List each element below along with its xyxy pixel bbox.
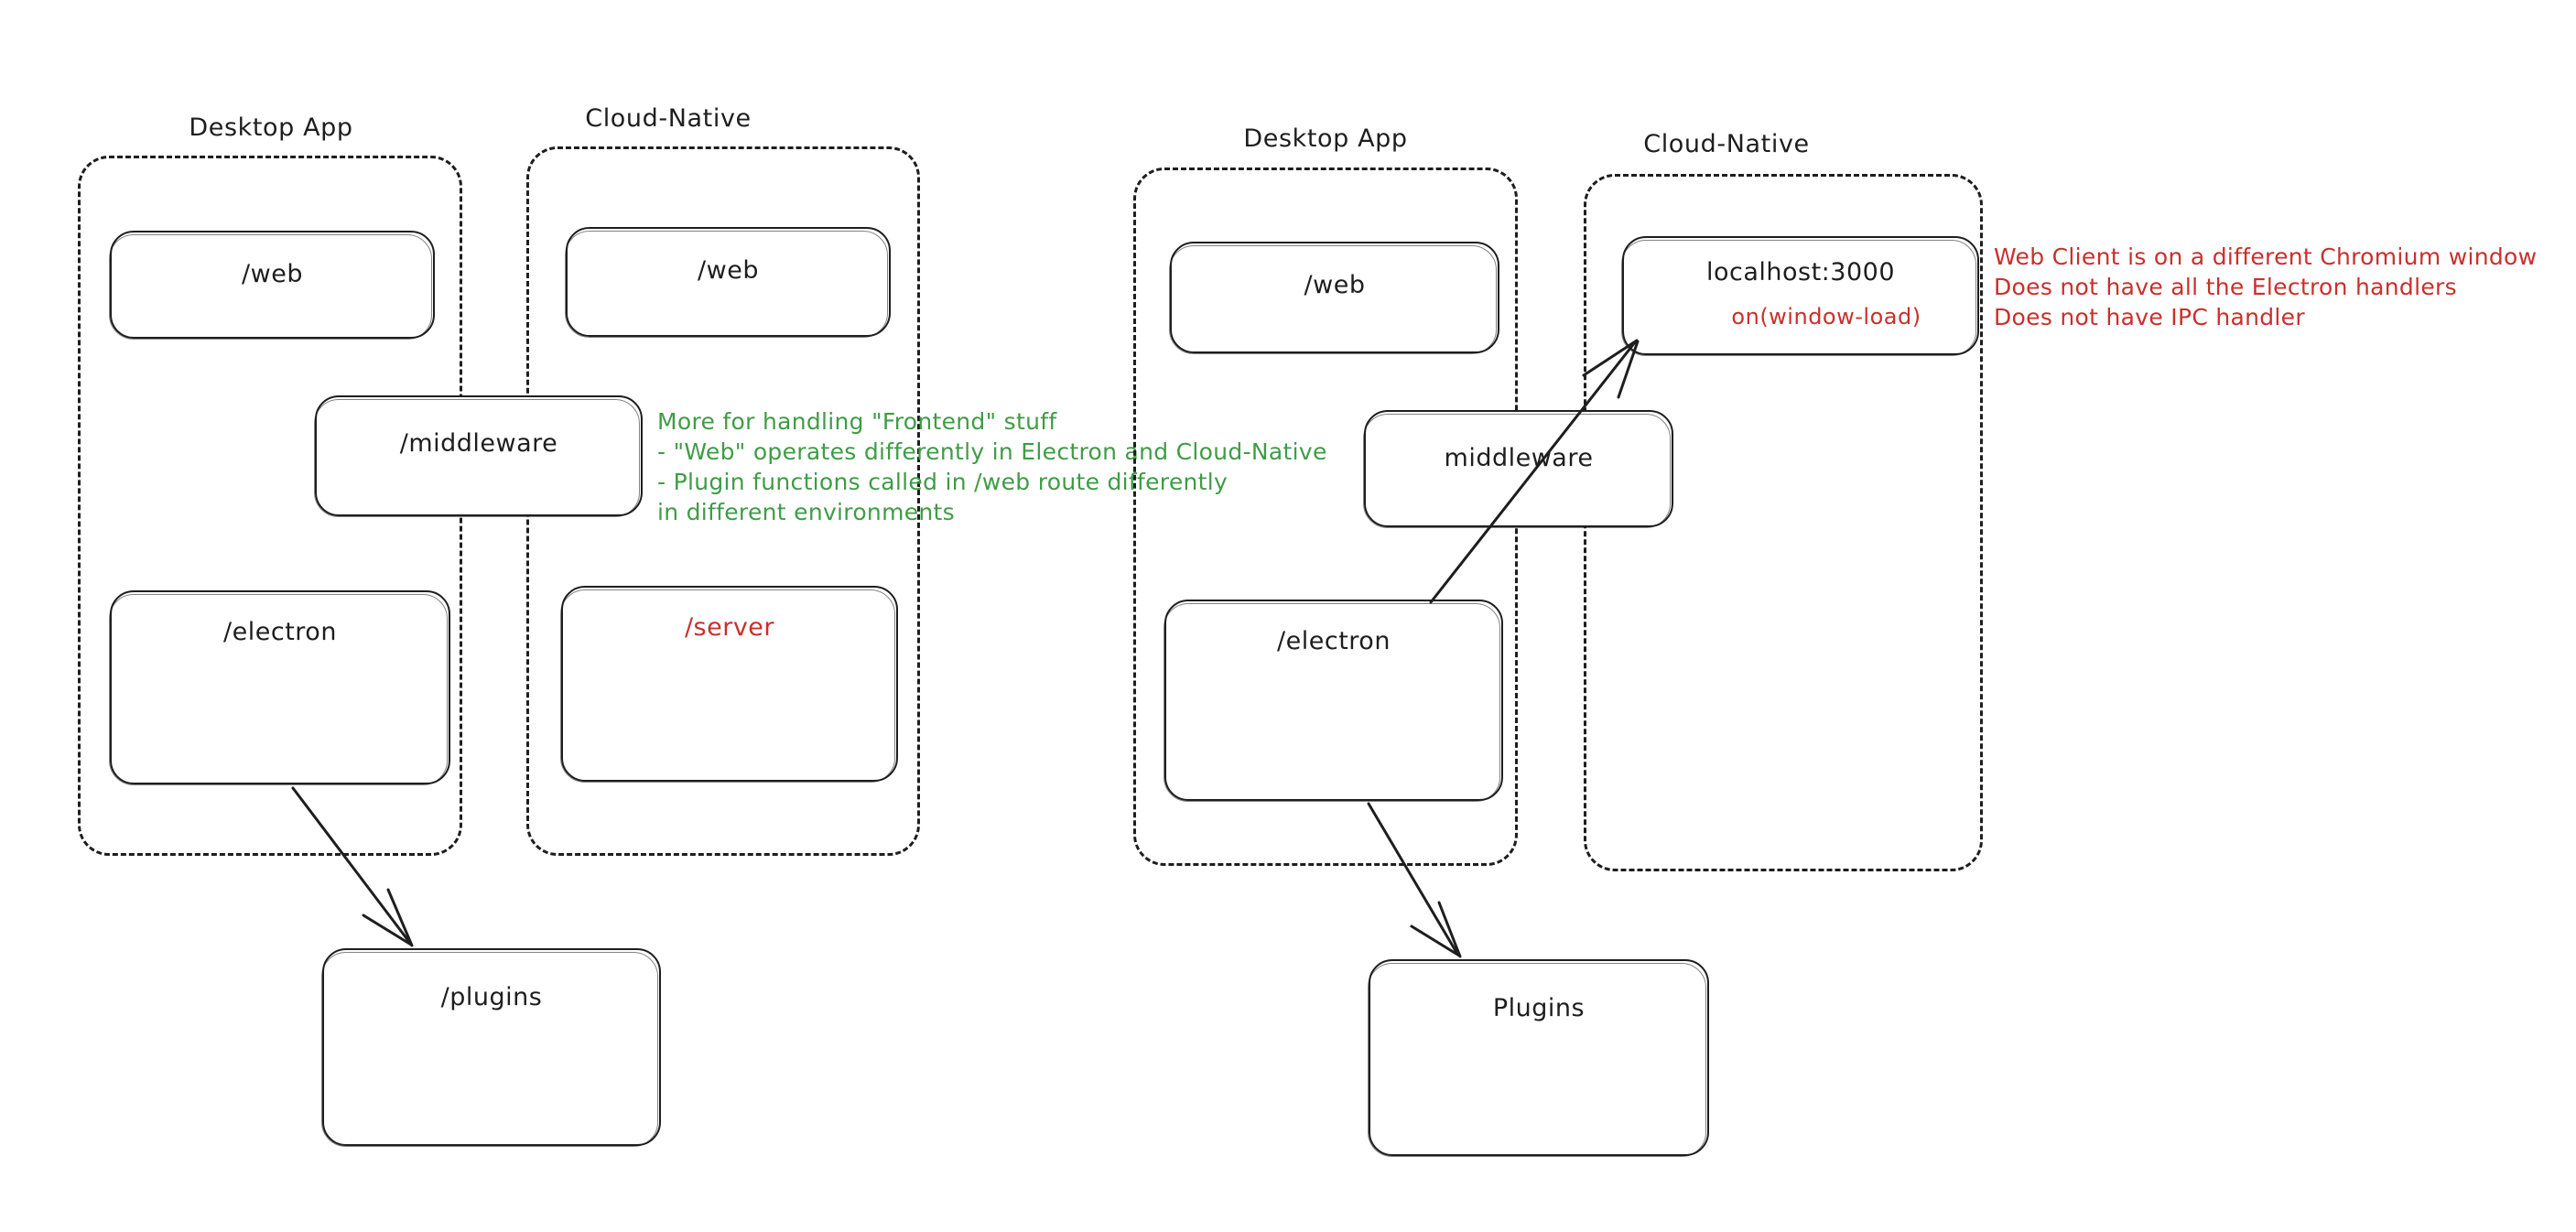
node-left-server-label: /server [684,613,775,642]
node-right-localhost-label: localhost:3000 [1705,258,1895,286]
group-label-desktop-app-left: Desktop App [189,113,353,142]
group-label-cloud-native-right: Cloud-Native [1643,130,1810,158]
node-left-cloud-web[interactable]: /web [565,227,891,338]
node-left-electron-label: /electron [223,618,337,646]
node-left-plugins-label: /plugins [440,983,543,1011]
node-right-electron[interactable]: /electron [1164,600,1503,802]
node-left-middleware[interactable]: /middleware [314,395,643,517]
node-right-desktop-web[interactable]: /web [1169,242,1499,354]
node-right-middleware-label: middleware [1444,444,1594,472]
node-right-middleware[interactable]: middleware [1363,410,1673,528]
node-left-desktop-web-label: /web [242,260,303,288]
node-right-electron-label: /electron [1277,627,1391,655]
group-label-cloud-native-left: Cloud-Native [585,104,752,133]
node-right-localhost-sublabel: on(window-load) [1731,304,1921,330]
node-left-middleware-label: /middleware [399,429,558,458]
node-right-localhost[interactable]: localhost:3000 on(window-load) [1621,236,1979,356]
node-right-plugins[interactable]: Plugins [1368,959,1709,1157]
node-left-cloud-web-label: /web [698,256,759,285]
node-left-desktop-web[interactable]: /web [109,231,435,340]
node-left-server[interactable]: /server [560,586,898,783]
group-label-desktop-app-right: Desktop App [1243,124,1408,153]
node-right-plugins-label: Plugins [1492,994,1586,1022]
node-left-plugins[interactable]: /plugins [321,948,661,1147]
annotation-frontend-notes: More for handling "Frontend" stuff - "We… [657,408,1327,525]
node-right-desktop-web-label: /web [1304,271,1366,299]
annotation-web-client-notes: Web Client is on a different Chromium wi… [1994,243,2538,330]
node-left-electron[interactable]: /electron [109,590,450,785]
